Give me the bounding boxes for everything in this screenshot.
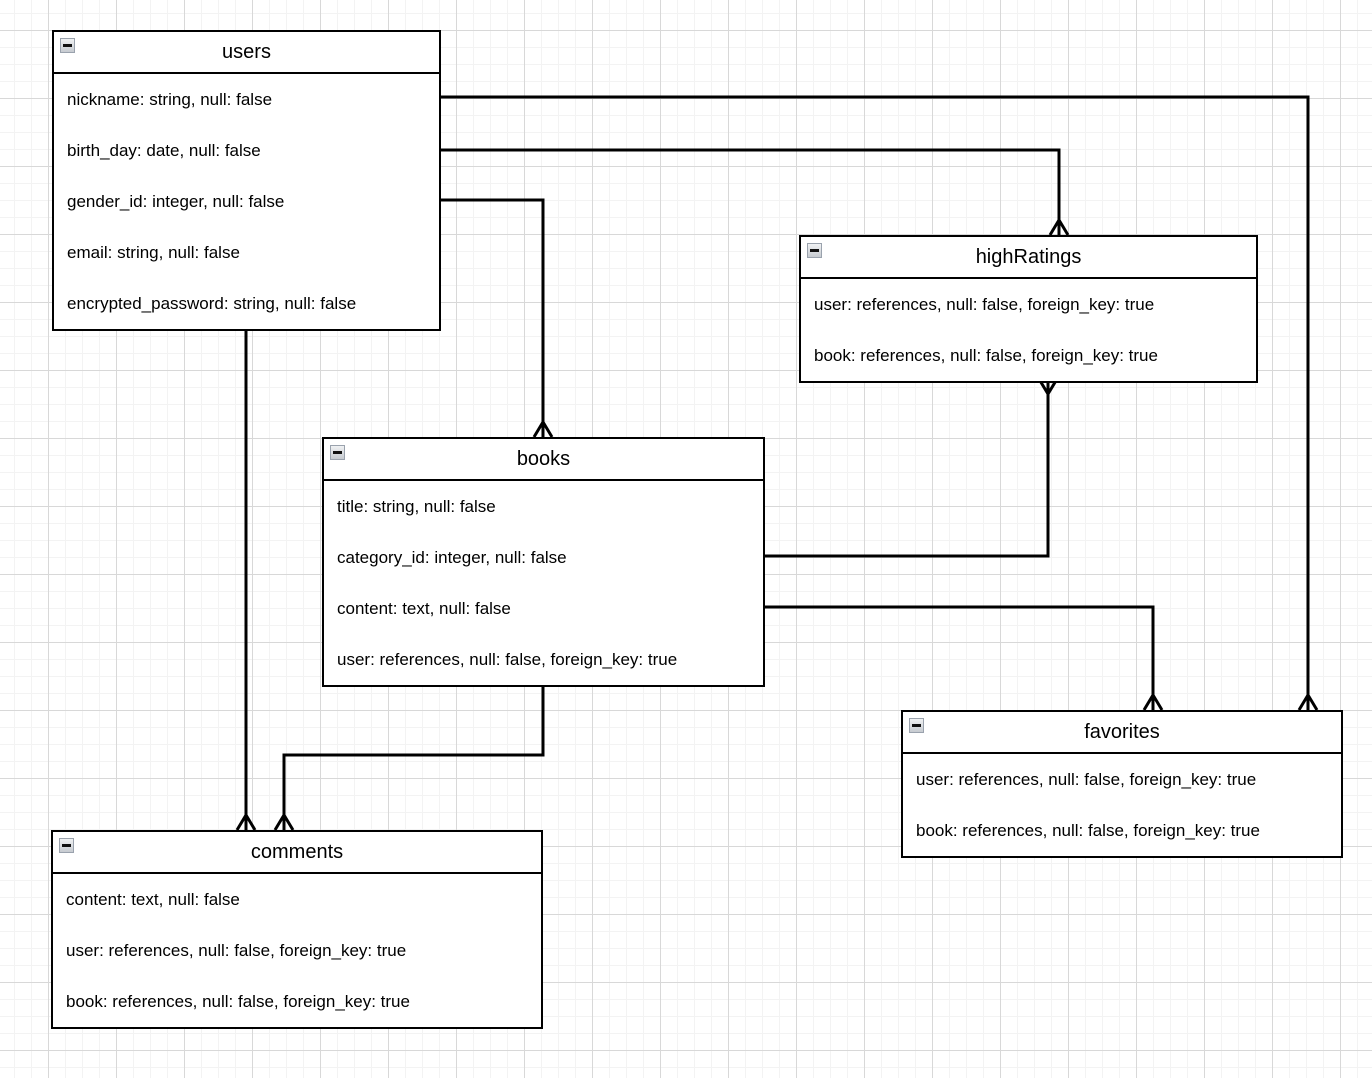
- field-text: book: references, null: false, foreign_k…: [916, 820, 1260, 840]
- table-highRatings[interactable]: highRatings user: references, null: false…: [799, 235, 1258, 383]
- field-text: user: references, null: false, foreign_k…: [337, 649, 678, 669]
- connector-users-highRatings[interactable]: [441, 148, 1070, 236]
- minus-glyph: [912, 724, 921, 727]
- field-text: encrypted_password: string, null: false: [67, 293, 357, 313]
- field-row[interactable]: book: references, null: false, foreign_k…: [53, 976, 541, 1027]
- field-row[interactable]: content: text, null: false: [324, 583, 763, 634]
- field-row[interactable]: birth_day: date, null: false: [54, 125, 439, 176]
- crows-foot-marker: [1142, 692, 1164, 711]
- connector-users-favorites[interactable]: [441, 95, 1319, 711]
- minus-glyph: [63, 44, 72, 47]
- table-header-favorites[interactable]: favorites: [903, 712, 1341, 754]
- field-row[interactable]: user: references, null: false, foreign_k…: [53, 925, 541, 976]
- table-header-comments[interactable]: comments: [53, 832, 541, 874]
- connector-books-comments[interactable]: [273, 683, 545, 831]
- field-text: gender_id: integer, null: false: [67, 191, 285, 211]
- crows-foot-marker: [1048, 217, 1070, 236]
- table-title: users: [222, 41, 271, 63]
- connector-users-books[interactable]: [441, 198, 554, 438]
- field-text: user: references, null: false, foreign_k…: [814, 294, 1155, 314]
- collapse-minus-icon[interactable]: [330, 445, 345, 460]
- table-title: highRatings: [975, 246, 1082, 268]
- minus-glyph: [333, 451, 342, 454]
- table-header-highRatings[interactable]: highRatings: [801, 237, 1256, 279]
- field-row[interactable]: content: text, null: false: [53, 874, 541, 925]
- table-title: favorites: [1084, 721, 1160, 743]
- crows-foot-marker: [1297, 692, 1319, 711]
- table-title: books: [516, 448, 571, 470]
- field-text: user: references, null: false, foreign_k…: [66, 940, 407, 960]
- field-text: book: references, null: false, foreign_k…: [66, 991, 410, 1011]
- collapse-minus-icon[interactable]: [60, 38, 75, 53]
- field-row[interactable]: title: string, null: false: [324, 481, 763, 532]
- field-row[interactable]: user: references, null: false, foreign_k…: [324, 634, 763, 685]
- table-title: comments: [250, 841, 344, 863]
- crows-foot-marker: [273, 812, 295, 831]
- table-books[interactable]: books title: string, null: false category_…: [322, 437, 765, 687]
- table-header-books[interactable]: books: [324, 439, 763, 481]
- field-row[interactable]: nickname: string, null: false: [54, 74, 439, 125]
- field-row[interactable]: user: references, null: false, foreign_k…: [801, 279, 1256, 330]
- collapse-minus-icon[interactable]: [807, 243, 822, 258]
- connector-books-favorites[interactable]: [765, 605, 1164, 711]
- field-row[interactable]: book: references, null: false, foreign_k…: [801, 330, 1256, 381]
- table-users[interactable]: users nickname: string, null: false birth_…: [52, 30, 441, 331]
- field-row[interactable]: gender_id: integer, null: false: [54, 176, 439, 227]
- field-row[interactable]: user: references, null: false, foreign_k…: [903, 754, 1341, 805]
- field-text: book: references, null: false, foreign_k…: [814, 345, 1158, 365]
- minus-glyph: [62, 844, 71, 847]
- crows-foot-marker: [532, 419, 554, 438]
- table-comments[interactable]: comments content: text, null: false user: …: [51, 830, 543, 1029]
- field-row[interactable]: category_id: integer, null: false: [324, 532, 763, 583]
- field-text: nickname: string, null: false: [67, 89, 273, 109]
- connector-users-comments[interactable]: [235, 327, 257, 831]
- collapse-minus-icon[interactable]: [59, 838, 74, 853]
- field-row[interactable]: book: references, null: false, foreign_k…: [903, 805, 1341, 856]
- field-text: category_id: integer, null: false: [337, 547, 567, 567]
- crows-foot-marker: [235, 812, 257, 831]
- connector-books-highRatings[interactable]: [765, 378, 1059, 558]
- table-favorites[interactable]: favorites user: references, null: false, …: [901, 710, 1343, 858]
- field-text: content: text, null: false: [66, 889, 240, 909]
- crows-foot-marker: [1037, 378, 1059, 397]
- collapse-minus-icon[interactable]: [909, 718, 924, 733]
- field-text: content: text, null: false: [337, 598, 511, 618]
- field-text: birth_day: date, null: false: [67, 140, 261, 160]
- field-text: title: string, null: false: [337, 496, 496, 516]
- field-text: user: references, null: false, foreign_k…: [916, 769, 1257, 789]
- field-row[interactable]: email: string, null: false: [54, 227, 439, 278]
- field-row[interactable]: encrypted_password: string, null: false: [54, 278, 439, 329]
- field-text: email: string, null: false: [67, 242, 240, 262]
- minus-glyph: [810, 249, 819, 252]
- table-header-users[interactable]: users: [54, 32, 439, 74]
